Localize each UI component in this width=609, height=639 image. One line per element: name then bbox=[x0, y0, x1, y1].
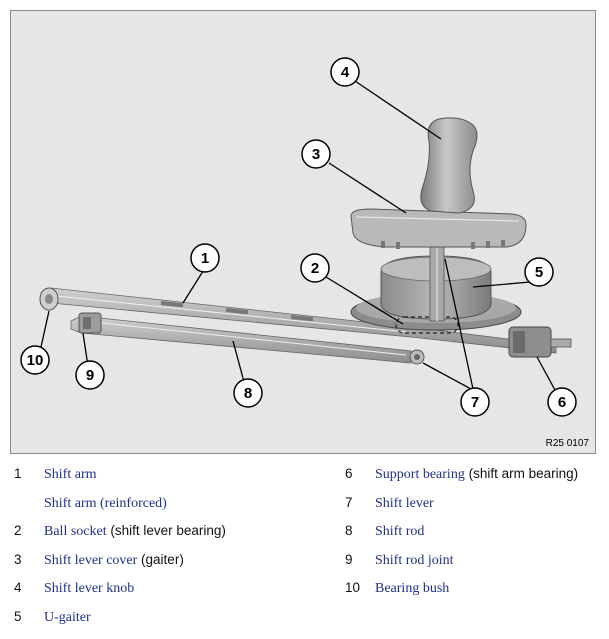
legend-item-number: 1 bbox=[14, 466, 22, 481]
legend-item-description: (shift arm bearing) bbox=[464, 466, 579, 481]
legend-item-text: U-gaiter bbox=[44, 606, 91, 629]
legend-item-link[interactable]: Ball socket bbox=[44, 524, 107, 539]
callout-number: 6 bbox=[558, 394, 566, 411]
legend-item-link[interactable]: U-gaiter bbox=[44, 609, 91, 625]
callout-1: 1 bbox=[190, 243, 220, 273]
callout-number: 9 bbox=[86, 367, 94, 384]
callout-10: 10 bbox=[20, 345, 50, 375]
callout-3: 3 bbox=[301, 139, 331, 169]
u-gaiter bbox=[350, 255, 522, 331]
legend-item-link[interactable]: Shift lever bbox=[375, 495, 434, 511]
callout-circle bbox=[20, 345, 50, 375]
legend-item-link[interactable]: Shift lever cover bbox=[44, 552, 138, 568]
callout-circle bbox=[233, 378, 263, 408]
legend-item-text: Shift arm (reinforced) bbox=[44, 492, 167, 515]
legend-item-text: Bearing bush bbox=[375, 577, 449, 600]
shift-rod-end-joint bbox=[409, 349, 425, 365]
callout-8: 8 bbox=[233, 378, 263, 408]
legend-item-text: Shift rod bbox=[375, 520, 424, 543]
legend-item-link[interactable]: Shift arm (reinforced) bbox=[44, 495, 167, 511]
legend-item-number: 6 bbox=[345, 466, 353, 481]
diagram-drawing: 1 2 3 4 5 6 7 8 9 10 bbox=[20, 57, 577, 417]
legend-item-text: Shift rod joint bbox=[375, 549, 454, 572]
callout-number: 1 bbox=[201, 250, 209, 267]
ball-socket bbox=[395, 316, 459, 334]
legend-item-link[interactable]: Shift arm bbox=[44, 467, 97, 482]
callout-6: 6 bbox=[547, 387, 577, 417]
callout-7: 7 bbox=[460, 387, 490, 417]
callout-9: 9 bbox=[75, 360, 105, 390]
exploded-diagram: 1 2 3 4 5 6 7 8 9 10 R25 0107 bbox=[10, 10, 596, 454]
legend-item-link[interactable]: Shift rod joint bbox=[375, 552, 454, 568]
legend-item-link[interactable]: Shift lever knob bbox=[44, 581, 135, 596]
legend-item-number: 4 bbox=[14, 580, 22, 595]
callout-circle bbox=[300, 253, 330, 283]
callout-circle bbox=[301, 139, 331, 169]
legend-item-number: 3 bbox=[14, 551, 22, 567]
callout-circle bbox=[547, 387, 577, 417]
legend-item-link[interactable]: Shift rod bbox=[375, 524, 425, 539]
legend-item-link[interactable]: Support bearing bbox=[375, 467, 465, 482]
legend-item-text: Ball socket (shift lever bearing) bbox=[44, 520, 226, 543]
legend-item-description: (gaiter) bbox=[137, 551, 184, 567]
callout-2: 2 bbox=[300, 253, 330, 283]
callout-number: 3 bbox=[312, 146, 320, 163]
legend-item-text: Shift lever cover (gaiter) bbox=[44, 549, 184, 572]
legend-item-text: Shift lever bbox=[375, 492, 434, 515]
legend-item-number: 7 bbox=[345, 494, 353, 510]
legend-item-text: Shift arm bbox=[44, 463, 97, 486]
callouts: 1 2 3 4 5 6 7 8 9 10 bbox=[20, 57, 577, 417]
callout-4: 4 bbox=[330, 57, 360, 87]
callout-number: 8 bbox=[244, 385, 252, 402]
callout-number: 7 bbox=[471, 394, 479, 411]
support-bearing bbox=[508, 326, 572, 358]
callout-5: 5 bbox=[524, 257, 554, 287]
legend-item-number: 5 bbox=[14, 608, 22, 624]
legend-item-number: 2 bbox=[14, 523, 22, 538]
legend-item-number: 9 bbox=[345, 551, 353, 567]
shift-rod-joint bbox=[78, 312, 102, 334]
legend-item-description: (shift lever bearing) bbox=[106, 523, 226, 538]
callout-circle bbox=[190, 243, 220, 273]
callout-number: 2 bbox=[311, 260, 319, 277]
shift-arm bbox=[40, 287, 557, 354]
callout-circle bbox=[75, 360, 105, 390]
figure-reference-code: R25 0107 bbox=[545, 438, 589, 449]
callout-circle bbox=[330, 57, 360, 87]
callout-number: 4 bbox=[341, 64, 350, 81]
legend-item-text: Support bearing (shift arm bearing) bbox=[375, 463, 578, 486]
callout-circle bbox=[524, 257, 554, 287]
callout-number: 10 bbox=[27, 352, 44, 369]
legend-item-number: 8 bbox=[345, 523, 353, 538]
callout-circle bbox=[460, 387, 490, 417]
bearing-bush bbox=[39, 287, 59, 311]
legend-item-number: 10 bbox=[345, 580, 361, 595]
legend-item-text: Shift lever knob bbox=[44, 577, 134, 600]
shift-lever-cover bbox=[350, 208, 527, 249]
shift-lever-knob bbox=[420, 117, 478, 214]
callout-number: 5 bbox=[535, 264, 543, 281]
legend-item-link[interactable]: Bearing bush bbox=[375, 581, 450, 596]
